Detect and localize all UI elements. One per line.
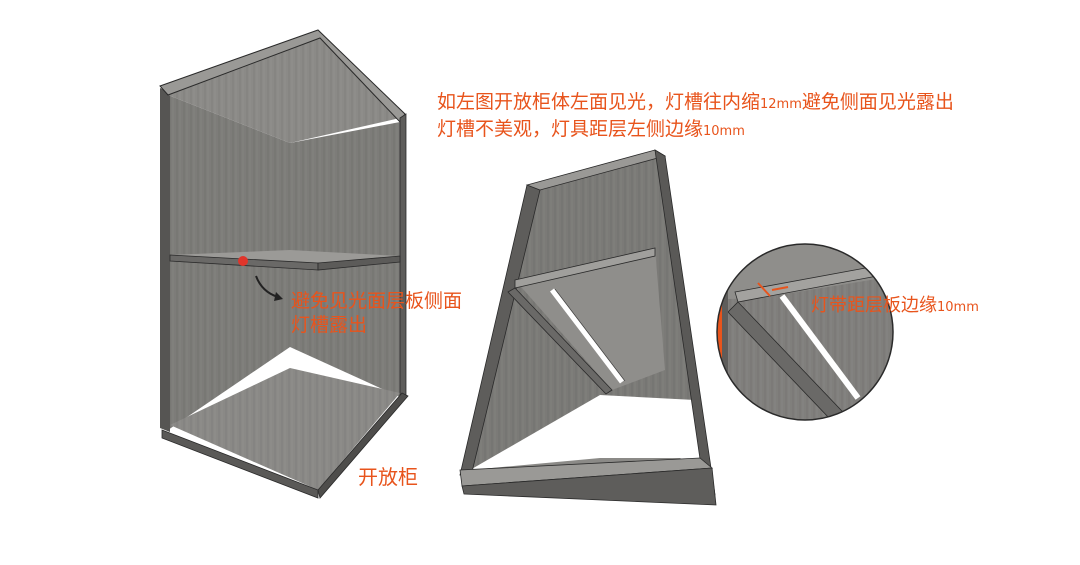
top-annotation-line2: 灯槽不美观，灯具距层左侧边缘10mm <box>437 118 745 140</box>
detail-zoom-circle <box>716 243 894 421</box>
top-annotation-line1: 如左图开放柜体左面见光，灯槽往内缩12mm避免侧面见光露出 <box>437 91 954 113</box>
open-cabinet-middle <box>459 149 717 506</box>
top-annotation: 如左图开放柜体左面见光，灯槽往内缩12mm避免侧面见光露出 灯槽不美观，灯具距层… <box>437 90 954 144</box>
open-cabinet-left <box>159 29 409 499</box>
shelf-annotation: 避免见光面层板侧面 灯槽露出 <box>291 290 463 336</box>
strip-annotation: 灯带距层板边缘10mm <box>811 295 979 316</box>
marker-dot <box>238 256 248 266</box>
cabinet-label: 开放柜 <box>358 465 418 489</box>
